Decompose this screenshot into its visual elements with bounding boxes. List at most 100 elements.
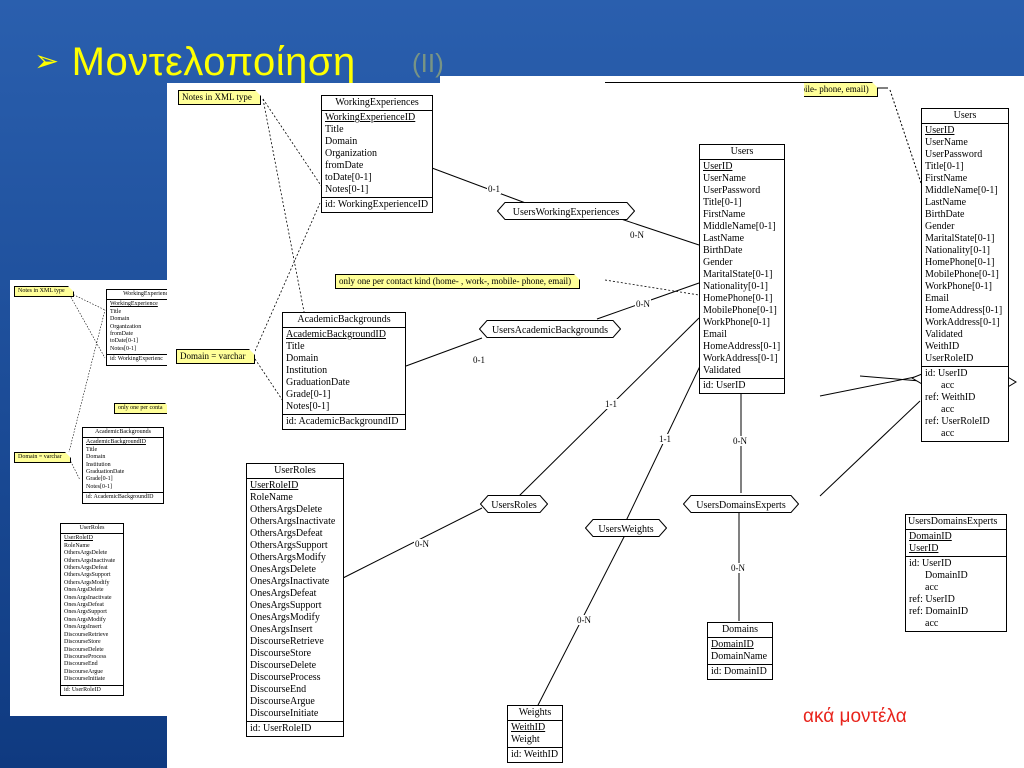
card-dom-user: 0-N (732, 436, 748, 446)
entity-attribute: Validated (925, 329, 963, 340)
entity-identifier-line: id: UserID (703, 380, 746, 391)
relationship-users-roles: UsersRoles (480, 495, 548, 513)
left-diagram-panel: Notes in XML type only one per conta Dom… (10, 280, 182, 716)
entity-identifiers: id: AcademicBackgroundID (83, 492, 163, 502)
entity-identifiers: id: WeithID (508, 747, 562, 762)
entity-academic-small: AcademicBackgrounds AcademicBackgroundID… (82, 427, 164, 504)
entity-attribute: Validated (703, 365, 741, 376)
entity-attribute: DiscourseInitiate (250, 708, 319, 719)
entity-attribute: DiscourseDelete (250, 660, 317, 671)
primary-key-attribute: DomainID (711, 639, 754, 650)
entity-attribute: HomePhone[0-1] (703, 293, 773, 304)
entity-header: UserRoles (61, 524, 123, 535)
entity-identifiers: id: WorkingExperienceID (322, 197, 432, 212)
primary-key-attribute: UserID (703, 161, 733, 172)
entity-attribute: Email (703, 329, 727, 340)
entity-attribute: FirstName (925, 173, 968, 184)
entity-attribute: Grade[0-1] (286, 389, 331, 400)
entity-header: Domains (708, 623, 772, 638)
entity-attribute: OnesArgsSupport (64, 609, 107, 616)
relationship-label: UsersRoles (491, 500, 537, 511)
entity-attribute: Domain (286, 353, 319, 364)
entity-attribute: UserName (925, 137, 968, 148)
entity-attribute: FirstName (703, 209, 746, 220)
entity-header: Users (700, 145, 784, 160)
entity-header: Weights (508, 706, 562, 721)
entity-attribute: Nationality[0-1] (925, 245, 990, 256)
relationship-label: UsersAcademicBackgrounds (492, 325, 608, 336)
entity-attribute: MiddleName[0-1] (703, 221, 776, 232)
entity-attribute: DiscourseProcess (250, 672, 321, 683)
relationship-label: UsersWorkingExperiences (513, 207, 619, 218)
entity-attribute: DiscourseStore (250, 648, 312, 659)
entity-attribute: Gender (703, 257, 733, 268)
entity-attribute: Notes[0-1] (325, 184, 369, 195)
relationship-label: UsersDomainsExperts (696, 500, 786, 511)
entity-attribute: Domain (325, 136, 358, 147)
entity-identifier-line: DomainID (925, 570, 968, 581)
primary-key-attribute: WorkingExperienceID (325, 112, 416, 123)
entity-attribute: WorkPhone[0-1] (925, 281, 992, 292)
entity-attribute: UserPassword (703, 185, 761, 196)
entity-attribute: toDate[0-1] (110, 338, 138, 345)
entity-header: AcademicBackgrounds (83, 428, 163, 439)
relationship-label: UsersWeights (598, 524, 653, 535)
entity-attribute: OthersArgsDefeat (64, 565, 108, 572)
entity-identifier-line: id: AcademicBackgroundID (86, 494, 154, 501)
relationship-users-weights: UsersWeights (585, 519, 667, 537)
entity-identifiers: id: AcademicBackgroundID (283, 414, 405, 429)
entity-identifier-line: id: WorkingExperienceID (325, 199, 429, 210)
entity-attribute: BirthDate (925, 209, 965, 220)
entity-identifier-line: acc (941, 428, 955, 439)
entity-attribute: Domain (110, 316, 130, 323)
entity-attribute: DiscourseStore (64, 639, 101, 646)
entity-attribute: HomeAddress[0-1] (925, 305, 1003, 316)
link-roles-rel (342, 507, 483, 579)
entity-attribute: Institution (86, 461, 111, 468)
entity-attribute: OthersArgsInactivate (250, 516, 336, 527)
entity-attribute: OnesArgsModify (64, 616, 106, 623)
entity-attribute: HomeAddress[0-1] (703, 341, 781, 352)
relationship-users-domains-experts: UsersDomainsExperts (683, 495, 799, 513)
entity-identifier-line: ref: DomainID (909, 606, 969, 617)
primary-key-attribute: AcademicBackgroundID (286, 329, 386, 340)
entity-attribute: OnesArgsDefeat (64, 602, 104, 609)
primary-key-attribute: UserID (925, 125, 955, 136)
entity-attribute: MaritalState[0-1] (703, 269, 773, 280)
entity-attribute: WorkAddress[0-1] (703, 353, 778, 364)
primary-key-attribute: AcademicBackgroundID (86, 439, 146, 446)
slide-caption: ακά μοντέλα (803, 706, 907, 727)
entity-attribute: Nationality[0-1] (703, 281, 768, 292)
entity-identifier-line: id: AcademicBackgroundID (286, 416, 399, 427)
entity-academic-backgrounds: AcademicBackgrounds AcademicBackgroundID… (282, 312, 406, 430)
entity-identifier-line: id: UserRoleID (64, 686, 101, 693)
slide-title-text: Μοντελοποίηση (71, 40, 356, 84)
card-dom-domain: 0-N (730, 563, 746, 573)
entity-attribute: Organization (110, 323, 142, 330)
entity-attribute: UserRoleID (925, 353, 974, 364)
entity-identifier-line: acc (925, 582, 939, 593)
note-contact-kind: only one per contact kind (home- , work-… (335, 274, 581, 289)
link-rel-users-4 (624, 340, 713, 524)
entity-attribute: WorkPhone[0-1] (703, 317, 770, 328)
bullet-arrow-icon: ➢ (34, 45, 60, 78)
primary-key-attribute: DomainID (909, 531, 952, 542)
entity-attribute: Weight (511, 734, 540, 745)
entity-attribute: DiscourseProcess (64, 653, 107, 660)
entity-attribute: Title[0-1] (925, 161, 964, 172)
card-roles-user: 1-1 (604, 399, 618, 409)
entity-attribute: OthersArgsDelete (250, 504, 323, 515)
entity-attribute: WorkAddress[0-1] (925, 317, 1000, 328)
entity-attribute: RoleName (64, 542, 90, 549)
